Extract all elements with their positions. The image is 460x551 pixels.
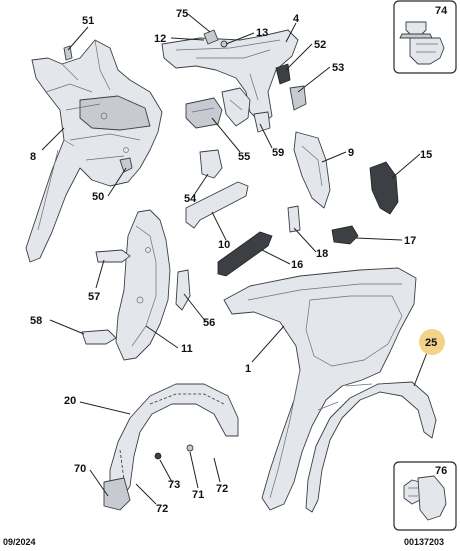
part-9-panel xyxy=(293,131,331,209)
callout-55: 55 xyxy=(238,151,250,163)
part-51-clip xyxy=(63,45,73,61)
callout-51: 51 xyxy=(82,15,94,27)
callout-1: 1 xyxy=(245,363,251,375)
part-11-wheelhouse xyxy=(115,209,171,361)
part-58-bracket xyxy=(81,329,117,345)
part-56-bracket xyxy=(175,269,191,311)
part-54-bracket xyxy=(199,149,223,179)
part-73-clip xyxy=(154,452,162,460)
part-75-fastener xyxy=(203,29,219,45)
part-1-quarter-panel xyxy=(223,267,417,511)
callout-15: 15 xyxy=(420,149,432,161)
callout-16: 16 xyxy=(291,259,303,271)
callout-12: 12 xyxy=(154,33,166,45)
callout-13: 13 xyxy=(256,27,268,39)
part-18-bracket xyxy=(287,205,301,233)
inset-part-76 xyxy=(393,461,457,531)
callout-71: 71 xyxy=(192,489,204,501)
part-52-bracket xyxy=(275,63,291,85)
part-16-strip xyxy=(217,231,273,277)
part-53-bracket xyxy=(289,85,307,111)
callout-58: 58 xyxy=(30,315,42,327)
callout-25: 25 xyxy=(425,337,437,349)
callout-72-bottom: 72 xyxy=(156,503,168,515)
callout-9: 9 xyxy=(348,147,354,159)
part-57-bracket xyxy=(95,249,131,263)
part-55-bracket xyxy=(185,87,251,129)
part-4-upper-reinforcement xyxy=(161,29,299,125)
callout-18: 18 xyxy=(316,248,328,260)
part-15-insulator xyxy=(369,161,399,215)
callout-72-right: 72 xyxy=(216,483,228,495)
callout-4: 4 xyxy=(293,13,300,25)
callout-50: 50 xyxy=(92,191,104,203)
callout-20: 20 xyxy=(64,395,76,407)
part-8-inner-structure xyxy=(25,39,163,263)
part-50-bracket xyxy=(119,157,133,173)
part-59-bracket xyxy=(253,111,271,133)
part-25-arch-trim xyxy=(305,381,437,513)
leader-lines xyxy=(41,13,429,505)
callout-52: 52 xyxy=(314,39,326,51)
callout-56: 56 xyxy=(203,317,215,329)
callout-59: 59 xyxy=(272,147,284,159)
footer-date: 09/2024 xyxy=(3,537,36,547)
footer-reference: 00137203 xyxy=(404,537,444,547)
callout-54: 54 xyxy=(184,193,197,205)
callout-75: 75 xyxy=(176,8,188,20)
part-10-strip xyxy=(185,181,249,229)
callout-70: 70 xyxy=(74,463,86,475)
callout-73: 73 xyxy=(168,479,180,491)
callout-11: 11 xyxy=(181,343,193,355)
callout-76: 76 xyxy=(435,465,447,477)
inset-part-74 xyxy=(393,0,457,74)
callout-labels: 51 75 12 13 4 52 53 74 8 55 59 9 15 50 5… xyxy=(30,5,448,515)
part-20-wheel-liner xyxy=(103,383,239,511)
callout-10: 10 xyxy=(218,239,230,251)
callout-53: 53 xyxy=(332,62,344,74)
highlight-badge xyxy=(419,329,445,355)
callout-57: 57 xyxy=(88,291,100,303)
callout-8: 8 xyxy=(30,151,36,163)
part-17-pad xyxy=(331,225,359,245)
callout-74: 74 xyxy=(435,5,448,17)
part-71-clip xyxy=(186,444,194,452)
callout-17: 17 xyxy=(404,235,416,247)
